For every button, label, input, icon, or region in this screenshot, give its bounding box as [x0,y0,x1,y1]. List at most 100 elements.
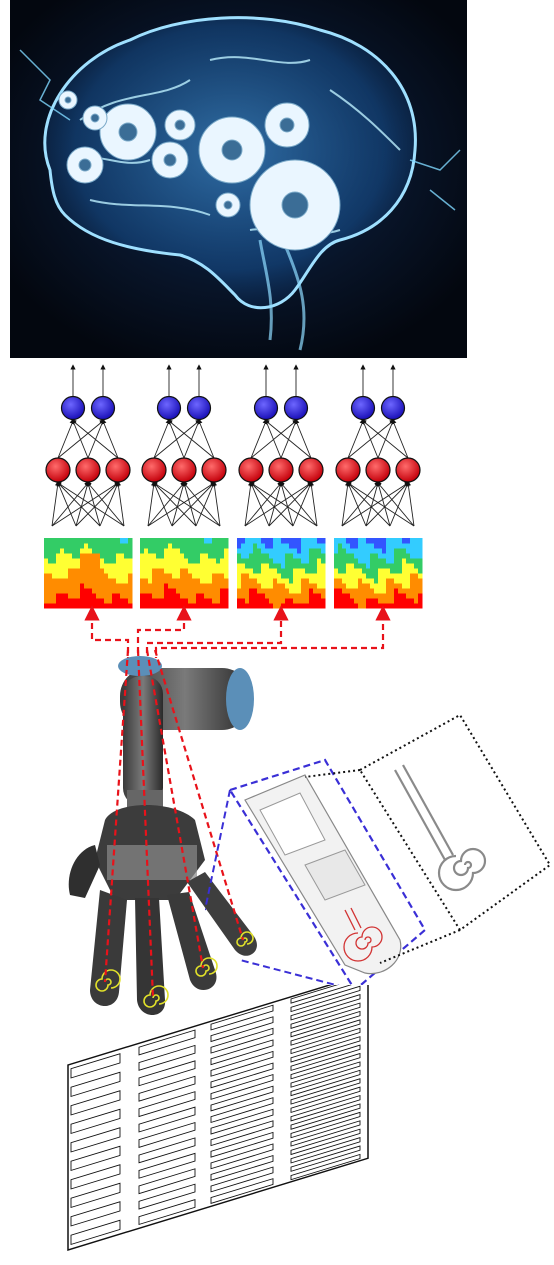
output-node [186,395,212,421]
edge [391,418,409,459]
ridge [210,1154,274,1181]
edge [244,480,283,527]
ridge [210,1004,274,1031]
ridge [290,1086,361,1114]
arm-signal-lines [103,650,245,999]
edge [195,480,216,527]
ridge [210,1097,274,1124]
output-node [380,395,406,421]
edge [171,480,186,527]
ridge [210,1143,274,1170]
ridge [138,1106,196,1133]
spectrogram-4 [334,538,423,609]
ridge [210,1039,274,1066]
ridge [70,1145,121,1172]
edge [249,481,294,527]
signal-line [153,650,245,941]
ridge [70,1071,121,1098]
spectrogram-3 [237,538,326,609]
ridge [290,1078,361,1105]
signal-line [103,650,130,983]
ridge [210,1166,274,1193]
ridge [210,1131,274,1158]
edge [56,481,101,527]
ridge [70,1090,121,1116]
ridge [290,985,361,1004]
output-node [283,395,309,421]
ridge [290,1052,361,1080]
ridge [70,1182,121,1209]
hidden-node [141,457,167,483]
edge [75,481,120,527]
ridge [210,1178,274,1204]
edge [341,480,380,527]
ridge [290,1145,361,1172]
ridge [290,1061,361,1088]
edge [147,480,186,527]
hidden-node [365,457,391,483]
edge [151,481,221,527]
ridge [138,1091,196,1118]
edge [365,481,410,527]
texture-region-3 [210,1004,274,1204]
gears-icon [58,90,341,251]
brain-panel [10,0,467,358]
edge [147,480,157,527]
ridge [70,1219,121,1246]
ridge [138,1183,196,1210]
ridge [138,1060,196,1087]
ridge [210,1050,274,1077]
edge [99,480,120,527]
edge [152,481,197,527]
edge [376,480,391,527]
robot-panel [68,650,257,1015]
edge [389,480,410,527]
edge [171,481,216,527]
finger-zoom-panel [205,715,552,992]
edge [361,418,379,459]
texture-region-1 [70,1053,121,1246]
signal-line [145,650,205,969]
edge [244,481,314,527]
edge [341,480,351,527]
hidden-node [395,457,421,483]
spectrogram-2 [140,538,229,609]
network-4 [335,364,421,527]
edge [51,480,61,527]
texture-region-2 [138,1029,196,1226]
edge [86,480,101,527]
edge [341,481,411,527]
signal-line [136,650,155,999]
edge [167,418,185,459]
edge [71,418,89,459]
edge [360,419,409,459]
ridge [70,1053,121,1079]
ridge [210,1027,274,1054]
output-node [90,395,116,421]
ridge [210,1062,274,1089]
ridge [210,1120,274,1147]
edge [268,481,313,527]
ridge [290,1010,361,1038]
ridge [138,1168,196,1195]
hidden-node [75,457,101,483]
edge [101,418,119,459]
edge [244,480,254,527]
edge [56,480,77,527]
edge [211,480,221,527]
network-2 [141,364,227,527]
edge [182,480,197,527]
ridge [138,1199,196,1226]
edge [57,418,75,459]
ridge [290,1111,361,1139]
edge [70,419,119,459]
ridge [290,985,361,1013]
ridge [290,1044,361,1071]
hidden-node [105,457,131,483]
output-node [156,395,182,421]
ridge [70,1164,121,1190]
edge [55,481,125,527]
output-node [60,395,86,421]
finger-zoom-border [228,758,427,992]
